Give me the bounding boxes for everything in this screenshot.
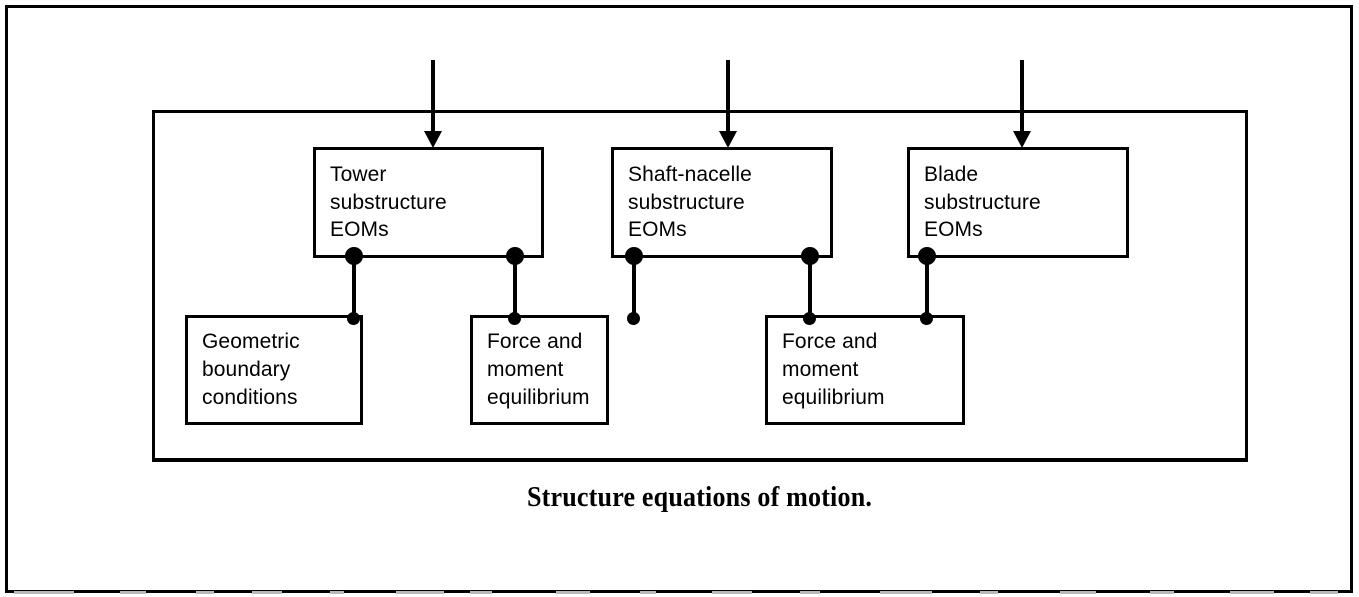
link-blade-to-force-right (918, 247, 936, 325)
arrow-to-blade-icon (1009, 60, 1035, 148)
node-tower-substructure-eoms[interactable]: Tower substructure EOMs (313, 147, 544, 258)
node-tower-line-2: substructure (330, 190, 447, 214)
link-endpoint-dot (508, 312, 521, 325)
node-shaft-nacelle-line-2: substructure (628, 190, 745, 214)
node-force-right-line-3: equilibrium (782, 385, 885, 409)
arrow-to-tower-icon (420, 60, 446, 148)
node-tower-line-3: EOMs (330, 218, 389, 242)
link-endpoint-dot (627, 312, 640, 325)
node-force-right-line-1: Force and (782, 330, 878, 354)
link-tower-to-force-left (506, 247, 524, 325)
node-geometric-line-1: Geometric (202, 330, 300, 354)
link-shaft-nacelle-to-force-right (801, 247, 819, 325)
node-geometric-line-3: conditions (202, 385, 298, 409)
link-endpoint-dot (803, 312, 816, 325)
link-shaft-nacelle-to-force-left (625, 247, 643, 325)
node-force-right-line-2: moment (782, 358, 859, 382)
node-tower-line-1: Tower (330, 162, 387, 186)
link-endpoint-dot (345, 247, 363, 265)
node-force-left-line-1: Force and (487, 330, 583, 354)
node-blade-line-2: substructure (924, 190, 1041, 214)
node-shaft-nacelle-line-3: EOMs (628, 218, 687, 242)
structure-equations-banner: Structure equations of motion. (152, 458, 1248, 533)
node-blade-line-1: Blade (924, 162, 979, 186)
link-endpoint-dot (918, 247, 936, 265)
arrow-to-shaft-nacelle-icon (715, 60, 741, 148)
link-endpoint-dot (920, 312, 933, 325)
scan-artifact-strip (0, 589, 1359, 597)
node-force-left-line-2: moment (487, 358, 564, 382)
link-tower-to-geometric (345, 247, 363, 325)
link-endpoint-dot (625, 247, 643, 265)
node-force-and-moment-equilibrium-left[interactable]: Force and moment equilibrium (470, 315, 609, 425)
node-shaft-nacelle-line-1: Shaft-nacelle (628, 162, 752, 186)
link-endpoint-dot (506, 247, 524, 265)
link-endpoint-dot (347, 312, 360, 325)
node-geometric-boundary-conditions[interactable]: Geometric boundary conditions (185, 315, 363, 425)
node-blade-substructure-eoms[interactable]: Blade substructure EOMs (907, 147, 1129, 258)
link-endpoint-dot (801, 247, 819, 265)
node-force-left-line-3: equilibrium (487, 385, 590, 409)
node-geometric-line-2: boundary (202, 358, 291, 382)
node-blade-line-3: EOMs (924, 218, 983, 242)
figure-outer-border (5, 5, 1353, 593)
banner-label: Structure equations of motion. (527, 481, 873, 513)
node-force-and-moment-equilibrium-right[interactable]: Force and moment equilibrium (765, 315, 965, 425)
node-shaft-nacelle-substructure-eoms[interactable]: Shaft-nacelle substructure EOMs (611, 147, 833, 258)
